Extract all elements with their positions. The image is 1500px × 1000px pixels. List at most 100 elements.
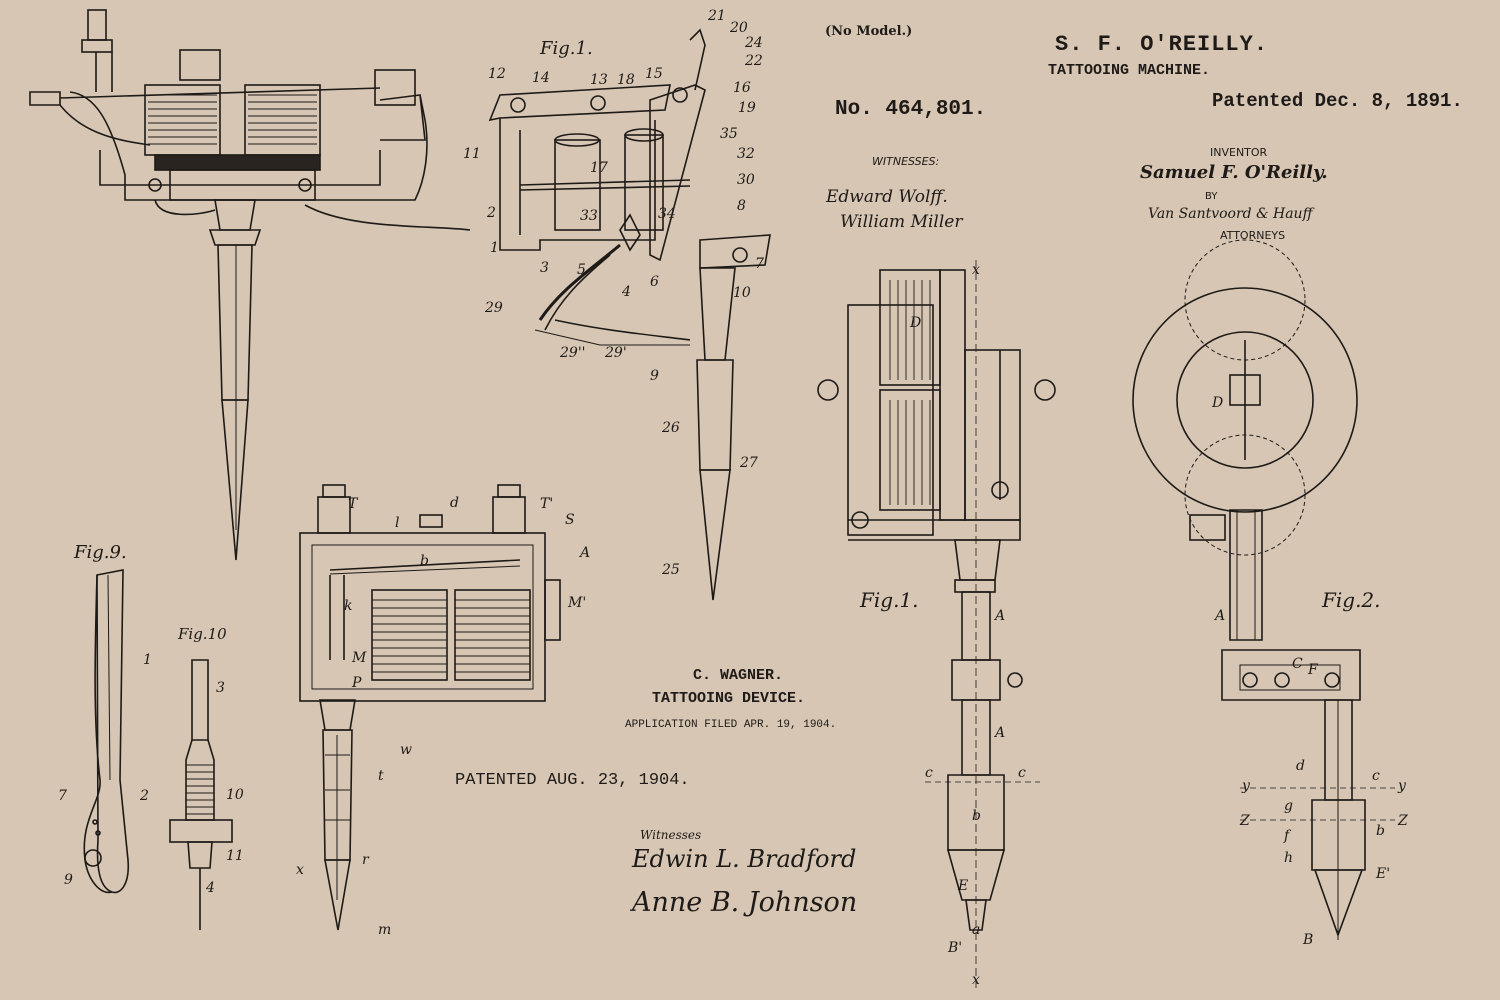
oreilly-inventor-name: S. F. O'REILLY. [1055, 32, 1269, 57]
callout-label: E [958, 878, 969, 894]
callout-label: 1 [490, 240, 499, 256]
callout-label: 15 [645, 66, 663, 82]
inventor-signature: Samuel F. O'Reilly. [1140, 162, 1328, 183]
callout-label: B [1303, 932, 1314, 948]
attorneys-label: ATTORNEYS [1220, 229, 1286, 242]
callout-label: M' [568, 595, 587, 611]
oreilly-title: TATTOOING MACHINE. [1048, 62, 1211, 79]
callout-label: C [1292, 656, 1303, 672]
oreilly-witness-2: William Miller [840, 212, 963, 232]
left-fig1-label: Fig.1. [540, 38, 593, 59]
fig10-label: Fig.10 [178, 625, 227, 643]
callout-label: b [420, 553, 429, 569]
callout-label: 19 [738, 100, 756, 116]
oreilly-witness-1: Edward Wolff. [826, 187, 948, 207]
callout-label: 14 [532, 70, 550, 86]
callout-label: A [995, 725, 1006, 741]
oreilly-fig1-label: Fig.1. [860, 588, 919, 612]
callout-label: w [400, 742, 412, 758]
callout-label: M [352, 650, 367, 666]
inventor-label: INVENTOR [1210, 146, 1268, 159]
fig9-label: Fig.9. [74, 542, 127, 563]
callout-label: x [296, 862, 304, 878]
callout-label: 21 [708, 8, 726, 24]
callout-label: D [910, 315, 922, 331]
callout-label: E' [1376, 866, 1391, 882]
oreilly-patent-date: Patented Dec. 8, 1891. [1212, 90, 1463, 112]
callout-label: x [972, 262, 980, 278]
callout-label: Z [1398, 813, 1408, 829]
callout-label: Z [1240, 813, 1250, 829]
attorney-signature: Van Santvoord & Hauff [1148, 206, 1313, 222]
oreilly-fig2-label: Fig.2. [1322, 588, 1381, 612]
callout-label: 11 [226, 848, 244, 864]
callout-label: 4 [206, 880, 215, 896]
callout-label: 12 [488, 66, 506, 82]
callout-label: 7 [755, 256, 764, 272]
oreilly-fig1-drawing [817, 260, 1056, 990]
callout-label: F [1308, 662, 1318, 678]
callout-label: 9 [64, 872, 73, 888]
callout-label: 32 [737, 146, 755, 162]
callout-label: A [580, 545, 591, 561]
callout-label: 16 [733, 80, 751, 96]
by-label: BY [1205, 191, 1218, 202]
callout-label: 29 [485, 300, 503, 316]
wagner-witness-2: Anne B. Johnson [632, 887, 858, 918]
oreilly-patent-number: No. 464,801. [835, 98, 987, 121]
wagner-inventor-name: C. WAGNER. [693, 667, 784, 684]
callout-label: d [450, 495, 459, 511]
callout-label: c [925, 765, 933, 781]
callout-label: y [1398, 778, 1406, 794]
callout-label: 27 [740, 455, 758, 471]
callout-label: x [972, 972, 980, 988]
numbered-machine-drawing [488, 28, 771, 601]
oreilly-witnesses-label: WITNESSES: [872, 155, 940, 168]
callout-label: d [1296, 758, 1305, 774]
callout-label: 2 [140, 788, 149, 804]
callout-label: 33 [580, 208, 598, 224]
callout-label: 2 [487, 205, 496, 221]
no-model-note: (No Model.) [825, 24, 913, 39]
callout-label: 8 [737, 198, 746, 214]
wagner-machine-drawing [299, 484, 561, 931]
callout-label: S [565, 512, 575, 528]
callout-label: k [344, 598, 353, 614]
callout-label: r [362, 852, 369, 868]
wagner-application: APPLICATION FILED APR. 19, 1904. [625, 719, 837, 731]
callout-label: m [378, 922, 392, 938]
callout-label: 30 [737, 172, 755, 188]
callout-label: 29'' [560, 345, 586, 361]
callout-label: P [352, 675, 362, 691]
callout-label: t [378, 768, 384, 784]
callout-label: c [1018, 765, 1026, 781]
callout-label: B' [948, 940, 963, 956]
callout-label: A [1215, 608, 1226, 624]
wagner-witness-1: Edwin L. Bradford [632, 845, 857, 873]
callout-label: a [972, 922, 981, 938]
callout-label: 13 [590, 72, 608, 88]
callout-label: 6 [650, 274, 659, 290]
callout-label: 34 [658, 206, 676, 222]
callout-label: 26 [662, 420, 680, 436]
fig10-drawing [169, 659, 233, 930]
fig9-drawing [83, 569, 130, 894]
callout-label: f [1284, 828, 1290, 844]
callout-label: 3 [540, 260, 549, 276]
callout-label: 9 [650, 368, 659, 384]
callout-label: g [1284, 798, 1293, 814]
callout-label: 7 [58, 788, 67, 804]
callout-label: 4 [622, 284, 631, 300]
callout-label: 10 [226, 787, 244, 803]
callout-label: A [995, 608, 1006, 624]
callout-label: 24 [745, 35, 763, 51]
callout-label: 22 [745, 53, 763, 69]
callout-label: l [395, 515, 400, 531]
callout-label: D [1212, 395, 1224, 411]
callout-label: T' [540, 496, 554, 512]
callout-label: y [1242, 778, 1250, 794]
callout-label: b [1376, 823, 1385, 839]
callout-label: 18 [617, 72, 635, 88]
